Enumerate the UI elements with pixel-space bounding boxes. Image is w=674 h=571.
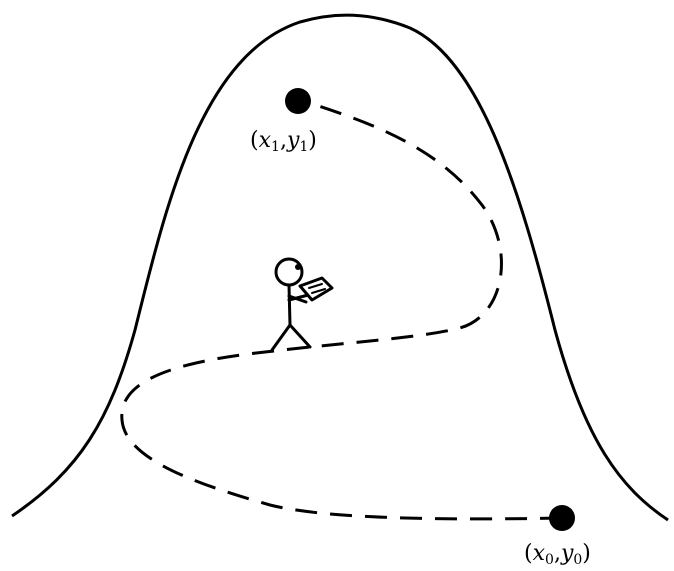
end-y-var: y bbox=[287, 128, 299, 153]
start-x-sub: 0 bbox=[545, 552, 554, 568]
start-y-var: y bbox=[561, 541, 573, 566]
figure-left-leg bbox=[272, 325, 290, 350]
stick-figure-icon bbox=[272, 259, 332, 350]
end-point-label: (x1,y1) bbox=[250, 130, 317, 154]
paren-close: ) bbox=[308, 128, 317, 153]
dashed-route bbox=[122, 100, 562, 519]
start-x-var: x bbox=[533, 541, 545, 566]
hill-outline bbox=[12, 15, 668, 520]
figure-right-leg bbox=[290, 325, 310, 347]
paren-open: ( bbox=[250, 128, 259, 153]
end-point-marker bbox=[285, 88, 311, 114]
end-y-sub: 1 bbox=[299, 139, 308, 155]
figure-head bbox=[276, 259, 302, 285]
start-point-label: (x0,y0) bbox=[524, 543, 591, 567]
start-y-sub: 0 bbox=[573, 552, 582, 568]
end-x-var: x bbox=[259, 128, 271, 153]
comma: , bbox=[554, 541, 561, 566]
figure-body bbox=[289, 285, 290, 325]
figure-eye bbox=[295, 264, 301, 270]
end-x-sub: 1 bbox=[271, 139, 280, 155]
comma: , bbox=[280, 128, 287, 153]
start-point-marker bbox=[549, 505, 575, 531]
paren-close: ) bbox=[582, 541, 591, 566]
paren-open: ( bbox=[524, 541, 533, 566]
